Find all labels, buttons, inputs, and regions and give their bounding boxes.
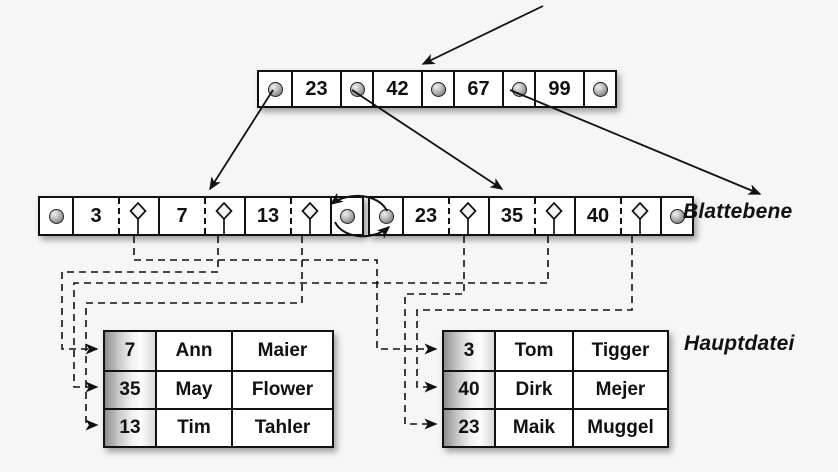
root-pointer-cell-3	[502, 72, 534, 106]
leaf-key: 35	[490, 198, 536, 234]
root-pointer-cell-2	[421, 72, 453, 106]
leaf-pointer-cell	[660, 198, 692, 234]
leaf-level-label: Blattebene	[683, 200, 793, 223]
record-lastname: Mejer	[595, 379, 646, 400]
diamond-pointer-icon	[206, 198, 242, 234]
root-key-cell-0: 23	[291, 72, 340, 106]
table-cell: Maier	[231, 332, 332, 370]
leaf-key: 7	[160, 198, 206, 234]
table-cell: Dirk	[494, 370, 572, 408]
record-lastname: Flower	[251, 379, 314, 400]
diamond-pointer-icon	[450, 198, 486, 234]
root-key: 99	[548, 77, 571, 100]
record-lastname: Maier	[257, 340, 308, 361]
record-key: 7	[124, 340, 136, 361]
leaf-key: 23	[404, 198, 450, 234]
record-firstname: Tom	[514, 340, 554, 361]
table-key-cell: 35	[105, 370, 155, 408]
main-file-table-right: 3 Tom Tigger 40 Dirk Mejer 23 Maik Mugge…	[442, 330, 669, 448]
record-lastname: Muggel	[587, 417, 654, 438]
leaf-pointer-cell	[330, 198, 362, 234]
record-firstname: May	[175, 379, 213, 400]
table-cell: May	[155, 370, 231, 408]
record-firstname: Tim	[177, 417, 211, 438]
diamond-pointer-icon	[120, 198, 156, 234]
leaf-pointer-cell	[40, 198, 72, 234]
main-file-label: Hauptdatei	[684, 332, 795, 355]
record-key: 40	[458, 379, 480, 400]
pointer-circle-icon	[430, 81, 446, 97]
root-node: 23 42 67 99	[257, 70, 617, 108]
record-key: 23	[458, 417, 480, 438]
pointer-circle-icon	[349, 81, 365, 97]
root-pointer-cell-0	[259, 72, 291, 106]
record-lastname: Tahler	[254, 417, 311, 438]
leaf-key-cell: 23	[402, 198, 488, 234]
pointer-circle-icon	[267, 81, 283, 97]
root-key: 42	[386, 77, 409, 100]
arrow-into-root	[421, 5, 544, 65]
leaf-key-cell: 35	[488, 198, 574, 234]
table-cell: Muggel	[572, 408, 667, 446]
root-key: 23	[305, 77, 328, 100]
left-leaf-node: 3 7 13	[38, 196, 364, 236]
pointer-circle-icon	[669, 208, 685, 224]
table-key-cell: 13	[105, 408, 155, 446]
table-cell: Tim	[155, 408, 231, 446]
record-firstname: Maik	[512, 417, 556, 438]
root-key: 67	[467, 77, 490, 100]
leaf-key: 40	[576, 198, 622, 234]
diamond-pointer-icon	[292, 198, 328, 234]
table-key-cell: 40	[444, 370, 494, 408]
record-firstname: Dirk	[515, 379, 553, 400]
root-key-cell-3: 99	[534, 72, 583, 106]
pointer-circle-icon	[378, 208, 394, 224]
record-key: 13	[119, 417, 141, 438]
table-cell: Maik	[494, 408, 572, 446]
table-key-cell: 7	[105, 332, 155, 370]
table-cell: Ann	[155, 332, 231, 370]
table-cell: Tigger	[572, 332, 667, 370]
leaf-key: 13	[246, 198, 292, 234]
leaf-pointer-cell	[370, 198, 402, 234]
table-cell: Flower	[231, 370, 332, 408]
record-key: 3	[463, 340, 475, 361]
leaf-key-cell: 13	[244, 198, 330, 234]
pointer-circle-icon	[592, 81, 608, 97]
root-key-cell-2: 67	[453, 72, 502, 106]
pointer-circle-icon	[339, 208, 355, 224]
root-pointer-cell-4	[583, 72, 615, 106]
leaf-key-cell: 40	[574, 198, 660, 234]
right-leaf-node: 23 35 40	[368, 196, 694, 236]
record-key: 35	[119, 379, 141, 400]
main-file-table-left: 7 Ann Maier 35 May Flower 13 Tim Tahler	[103, 330, 334, 448]
table-key-cell: 23	[444, 408, 494, 446]
leaf-key-cell: 3	[72, 198, 158, 234]
pointer-circle-icon	[511, 81, 527, 97]
table-key-cell: 3	[444, 332, 494, 370]
record-lastname: Tigger	[591, 340, 650, 361]
table-cell: Tahler	[231, 408, 332, 446]
leaf-key-cell: 7	[158, 198, 244, 234]
root-key-cell-1: 42	[372, 72, 421, 106]
leaf-key: 3	[74, 198, 120, 234]
diamond-pointer-icon	[536, 198, 572, 234]
table-cell: Mejer	[572, 370, 667, 408]
diamond-pointer-icon	[622, 198, 658, 234]
root-pointer-cell-1	[340, 72, 372, 106]
table-cell: Tom	[494, 332, 572, 370]
record-firstname: Ann	[175, 340, 213, 361]
pointer-circle-icon	[48, 208, 64, 224]
